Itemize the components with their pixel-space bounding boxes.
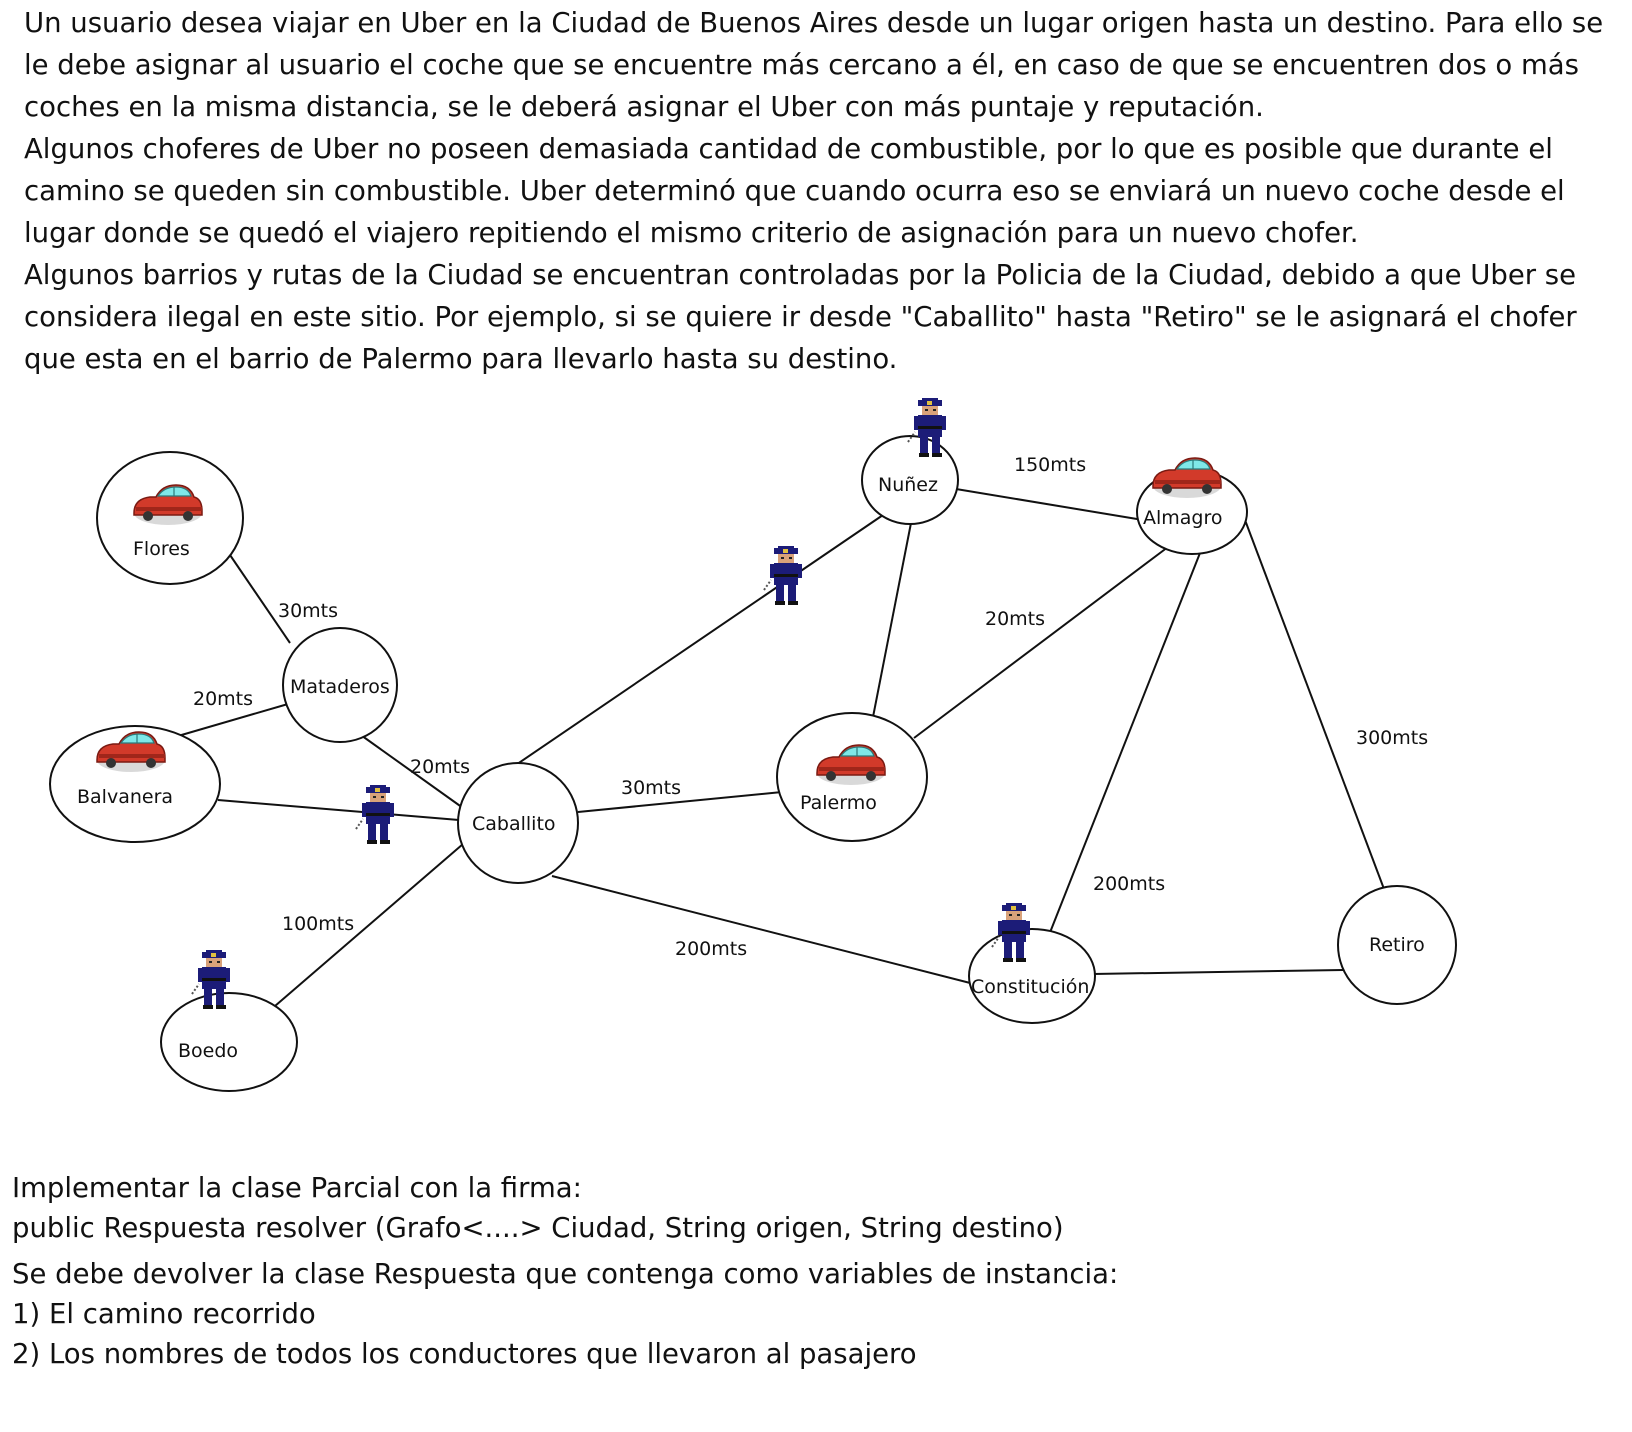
- edge-constitucion-retiro: [1092, 969, 1344, 975]
- edges: [177, 488, 1385, 1007]
- edge-label-caballito-constitucion: 200mts: [675, 938, 747, 960]
- edge-almagro-retiro: [1244, 519, 1385, 890]
- statement-line: que esta en el barrio de Palermo para ll…: [24, 343, 898, 375]
- node-label-nunez: Nuñez: [878, 474, 938, 496]
- statement-line: le debe asignar al usuario el coche que …: [24, 49, 1579, 81]
- edge-flores-mataderos: [229, 554, 291, 644]
- edge-caballito-nunez: [506, 514, 884, 772]
- node-boedo: [160, 992, 298, 1092]
- edge-label-mataderos-balvanera: 20mts: [193, 688, 253, 710]
- cars: [96, 457, 1222, 786]
- edge-label-flores-mataderos: 30mts: [278, 600, 338, 622]
- problem-statement: Un usuario desea viajar en Uber en la Ci…: [24, 2, 1624, 380]
- node-label-mataderos: Mataderos: [290, 676, 390, 698]
- instruction-line: 2) Los nombres de todos los conductores …: [12, 1338, 917, 1370]
- node-label-retiro: Retiro: [1369, 934, 1425, 956]
- edge-caballito-constitucion: [551, 875, 979, 986]
- node-label-boedo: Boedo: [178, 1040, 238, 1062]
- edge-label-almagro-constitucion: 200mts: [1093, 873, 1165, 895]
- edge-nunez-palermo: [872, 522, 912, 718]
- edge-label-almagro-retiro: 300mts: [1356, 727, 1428, 749]
- edge-label-caballito-palermo: 30mts: [621, 777, 681, 799]
- node-caballito: [457, 762, 579, 884]
- edge-caballito-boedo: [274, 843, 464, 1007]
- edge-label-nunez-almagro: 150mts: [1014, 454, 1086, 476]
- statement-line: considera ilegal en este sitio. Por ejem…: [24, 301, 1577, 333]
- node-label-flores: Flores: [133, 538, 190, 560]
- edge-palermo-almagro: [913, 546, 1169, 739]
- police-officer-icon: [355, 784, 395, 845]
- node-label-palermo: Palermo: [800, 792, 877, 814]
- edge-balvanera-caballito: [217, 799, 460, 821]
- statement-line: Un usuario desea viajar en Uber en la Ci…: [24, 7, 1604, 39]
- instruction-line: public Respuesta resolver (Grafo<....> C…: [12, 1212, 1064, 1244]
- nodes: [49, 435, 1457, 1092]
- node-mataderos: [282, 627, 398, 743]
- node-nunez: [861, 435, 959, 525]
- node-label-balvanera: Balvanera: [77, 786, 173, 808]
- instruction-line: 1) El camino recorrido: [12, 1298, 316, 1330]
- edge-almagro-constitucion: [1048, 552, 1201, 936]
- instruction-line: Se debe devolver la clase Respuesta que …: [12, 1258, 1119, 1290]
- node-label-almagro: Almagro: [1143, 507, 1223, 529]
- instruction-line: Implementar la clase Parcial con la firm…: [12, 1172, 582, 1204]
- statement-line: Algunos choferes de Uber no poseen demas…: [24, 133, 1553, 165]
- node-constitucion: [968, 928, 1096, 1024]
- statement-line: lugar donde se quedó el viajero repitien…: [24, 217, 1359, 249]
- edge-labels: 30mts 20mts 20mts 100mts 30mts 200mts 15…: [193, 454, 1428, 960]
- edge-mataderos-balvanera: [177, 703, 289, 737]
- car-icon: [1152, 457, 1222, 499]
- edge-caballito-palermo: [577, 791, 783, 813]
- statement-line: camino se queden sin combustible. Uber d…: [24, 175, 1565, 207]
- node-balvanera: [49, 725, 221, 843]
- edge-nunez-almagro: [955, 488, 1144, 521]
- police-officer-icon: [763, 545, 803, 606]
- statement-line: Algunos barrios y rutas de la Ciudad se …: [24, 259, 1577, 291]
- node-labels: Flores Mataderos Balvanera Caballito Boe…: [77, 474, 1425, 1062]
- node-label-caballito: Caballito: [472, 813, 556, 835]
- statement-line: coches en la misma distancia, se le debe…: [24, 91, 1264, 123]
- node-label-constitucion: Constitución: [971, 976, 1089, 998]
- node-retiro: [1337, 885, 1457, 1005]
- edge-label-mataderos-caballito: 20mts: [410, 756, 470, 778]
- edge-mataderos-caballito: [357, 732, 464, 809]
- edge-label-palermo-almagro: 20mts: [985, 608, 1045, 630]
- edge-label-caballito-boedo: 100mts: [282, 913, 354, 935]
